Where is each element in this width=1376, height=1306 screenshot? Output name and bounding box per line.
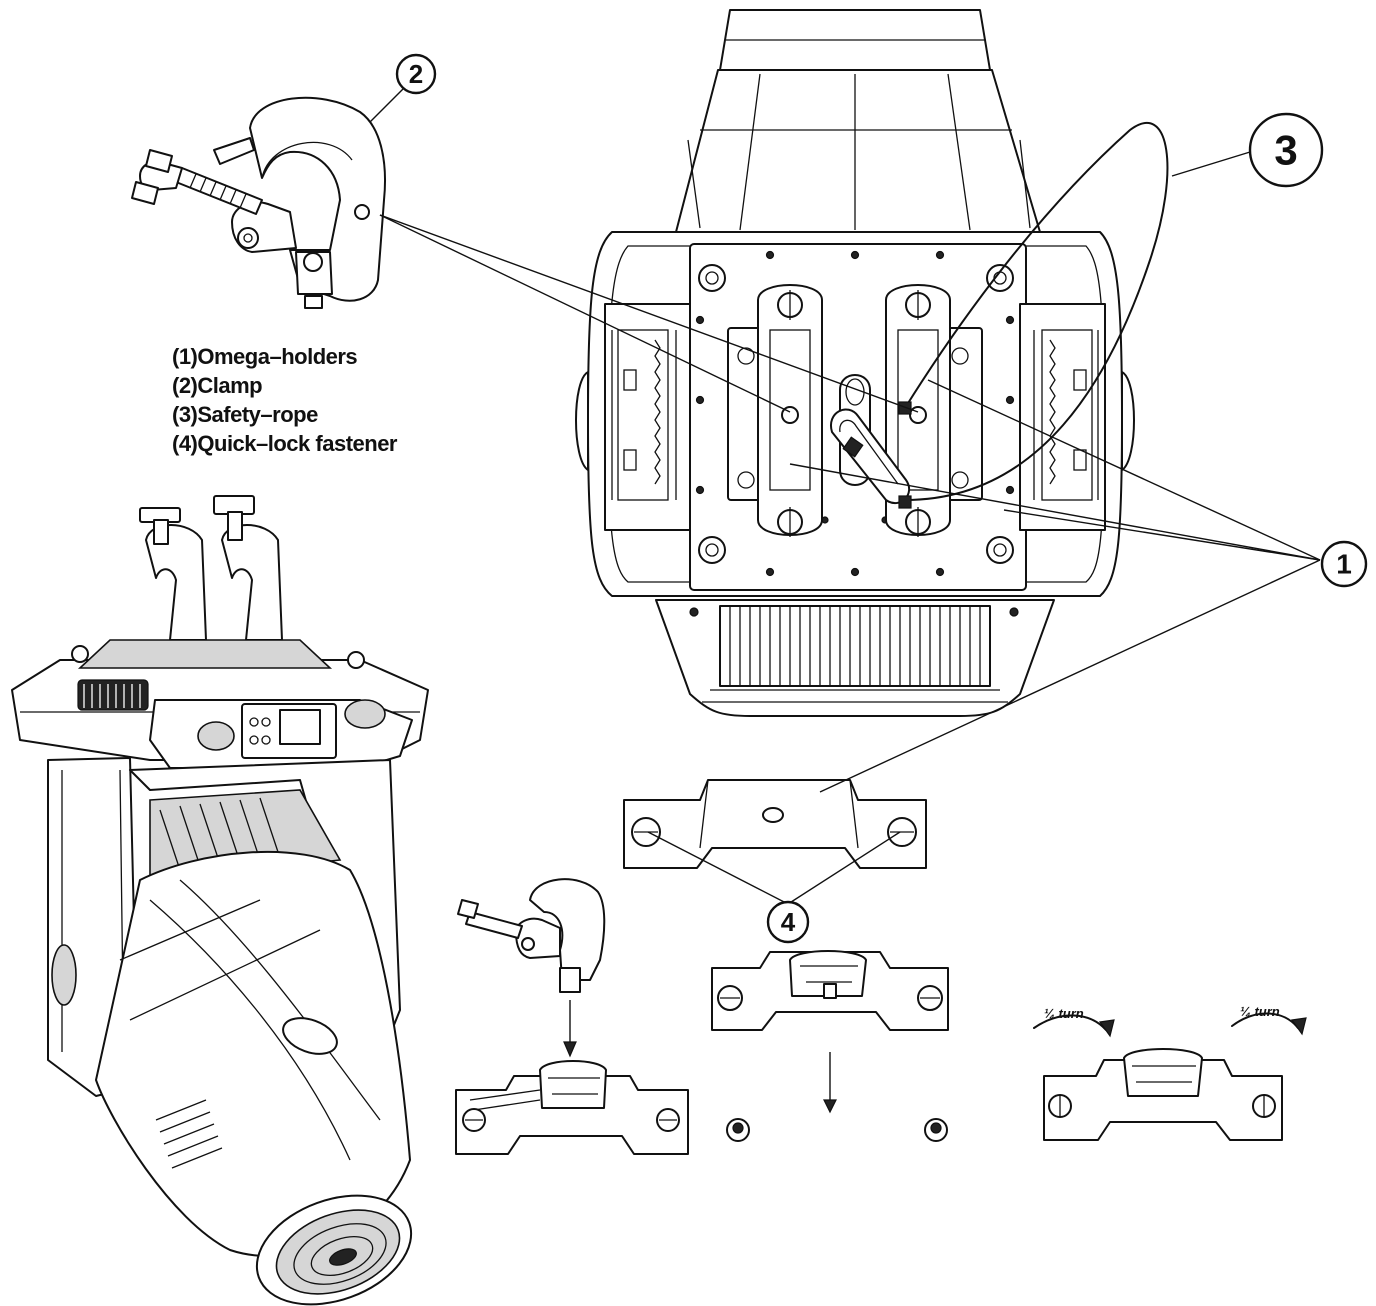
legend-item-safety-rope: (3)Safety–rope [172,402,318,427]
parts-legend: (1)Omega–holders (2)Clamp (3)Safety–rope… [172,342,397,458]
callout-omega-holders: 1 [1320,540,1368,588]
callout-2-label: 2 [409,59,423,89]
turn-label-left: ¼ turn [1044,1006,1084,1021]
quick-lock-step-2 [711,950,949,1142]
turn-label-right: ¼ turn [1240,1004,1280,1019]
leader-lines [369,87,1321,905]
safety-rope-loop [904,122,1169,501]
clamp-illustration [131,96,386,309]
moving-head-fixture [11,495,429,1306]
callout-clamp: 2 [395,53,437,95]
rope-knot-bottom [898,495,912,509]
omega-holder-detail [623,779,927,869]
legend-item-clamp: (2)Clamp [172,373,263,398]
rope-knot-top [898,401,912,415]
callout-3-label: 3 [1274,127,1297,174]
quick-lock-step-1 [455,878,689,1155]
callout-1-label: 1 [1336,549,1352,580]
callout-4-label: 4 [781,907,796,937]
fixture-base-top-view [575,9,1135,717]
legend-item-omega-holders: (1)Omega–holders [172,344,358,369]
legend-item-quick-lock: (4)Quick–lock fastener [172,431,397,456]
quick-lock-step-3 [1033,1012,1307,1141]
callout-quick-lock: 4 [766,900,810,944]
callout-safety-rope: 3 [1248,112,1324,188]
